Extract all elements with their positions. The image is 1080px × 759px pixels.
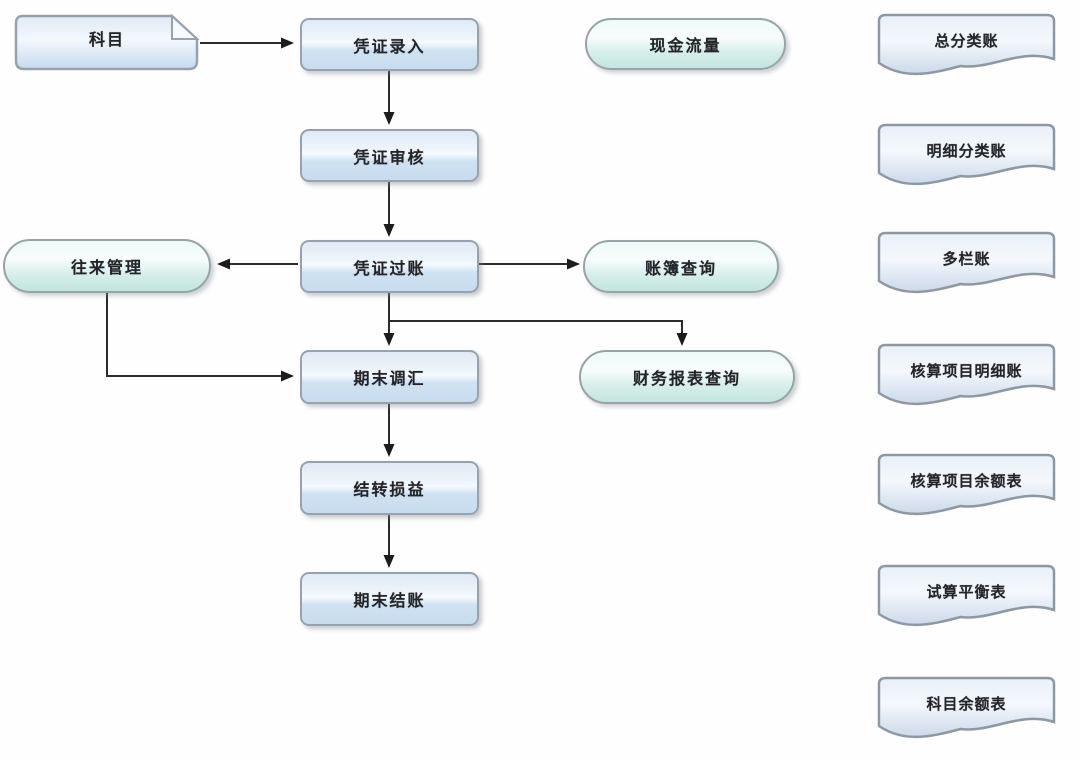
- node-label: 凭证过账: [353, 258, 426, 278]
- edge-contact-mgmt-period-adjust: [106, 293, 294, 382]
- document-shape: [877, 123, 1056, 186]
- node-label: 凭证录入: [353, 36, 426, 56]
- node-voucher-audit: 凭证审核: [300, 129, 479, 182]
- node-subject-balance: 科目余额表: [876, 675, 1057, 741]
- node-detail-ledger: 明细分类账: [876, 122, 1057, 188]
- document-shape: [877, 453, 1056, 516]
- node-general-ledger: 总分类账: [876, 12, 1057, 78]
- node-report-query: 财务报表查询: [579, 350, 795, 404]
- node-label: 试算平衡表: [926, 582, 1007, 601]
- node-label: 多栏账: [942, 249, 991, 268]
- node-label: 总分类账: [934, 31, 999, 50]
- note-shape: [14, 14, 200, 71]
- node-label: 核算项目余额表: [910, 471, 1023, 490]
- node-ledger-query: 账簿查询: [583, 240, 779, 293]
- node-trial-balance: 试算平衡表: [876, 563, 1057, 629]
- document-shape: [877, 13, 1056, 76]
- node-voucher-entry: 凭证录入: [300, 18, 479, 71]
- node-period-adjust: 期末调汇: [300, 350, 479, 404]
- document-shape: [877, 676, 1056, 739]
- node-voucher-posting: 凭证过账: [300, 240, 479, 293]
- node-carry-over-pl: 结转损益: [300, 461, 479, 515]
- node-label: 期末结账: [353, 591, 426, 610]
- node-cash-flow: 现金流量: [585, 18, 786, 70]
- edge-voucher-posting-report-query: [389, 320, 688, 346]
- node-label: 科目: [88, 30, 125, 49]
- node-label: 明细分类账: [926, 141, 1007, 160]
- node-label: 账簿查询: [644, 258, 717, 278]
- node-period-close: 期末结账: [300, 572, 479, 626]
- node-label: 财务报表查询: [632, 369, 741, 388]
- node-label: 核算项目明细账: [910, 361, 1023, 380]
- node-label: 科目余额表: [926, 694, 1007, 713]
- node-multi-column: 多栏账: [876, 230, 1057, 296]
- document-shape: [877, 343, 1056, 406]
- node-label: 凭证审核: [353, 147, 426, 167]
- document-shape: [877, 564, 1056, 627]
- node-label: 结转损益: [353, 480, 426, 499]
- node-item-balance: 核算项目余额表: [876, 452, 1057, 518]
- node-item-detail: 核算项目明细账: [876, 342, 1057, 408]
- document-shape: [877, 231, 1056, 294]
- node-label: 往来管理: [70, 258, 143, 277]
- node-contact-mgmt: 往来管理: [3, 239, 211, 293]
- node-label: 期末调汇: [353, 369, 426, 388]
- node-label: 现金流量: [649, 36, 722, 55]
- node-subject: 科目: [14, 14, 200, 72]
